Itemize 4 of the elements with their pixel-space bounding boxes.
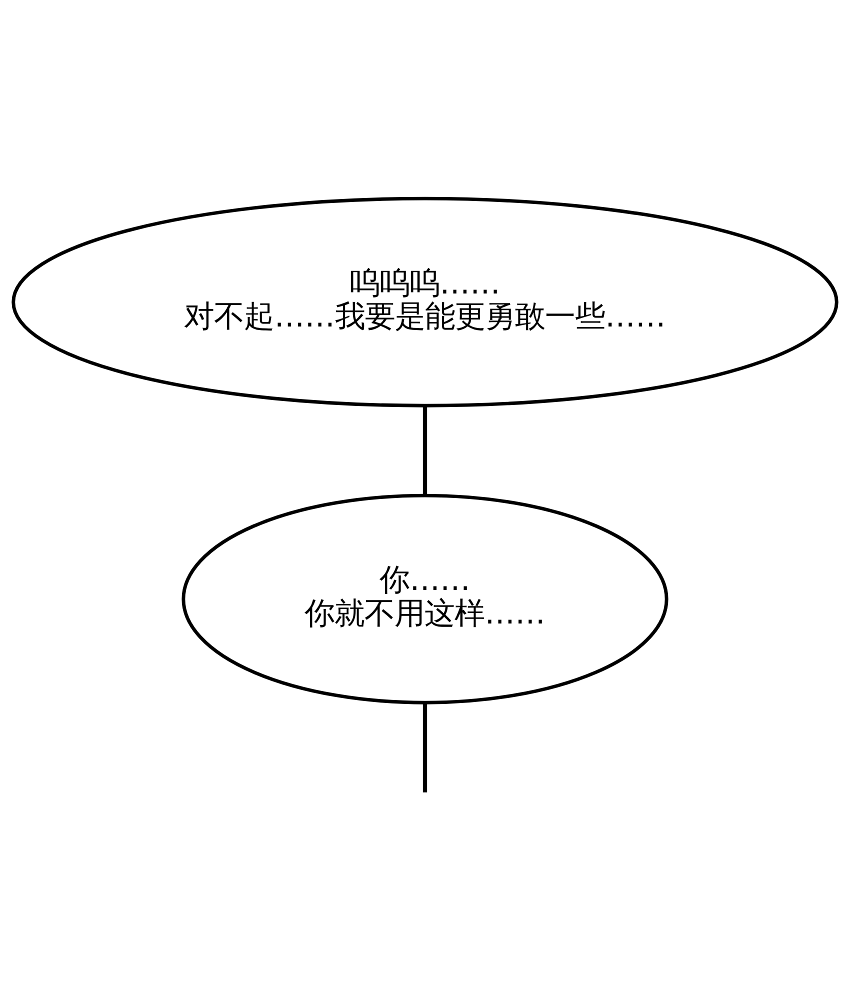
connector [422, 406, 428, 496]
node-ellipse: 你…… 你就不用这样…… [182, 494, 668, 704]
connector [422, 703, 428, 792]
node-ellipse: 呜呜呜…… 对不起……我要是能更勇敢一些…… [12, 196, 838, 408]
